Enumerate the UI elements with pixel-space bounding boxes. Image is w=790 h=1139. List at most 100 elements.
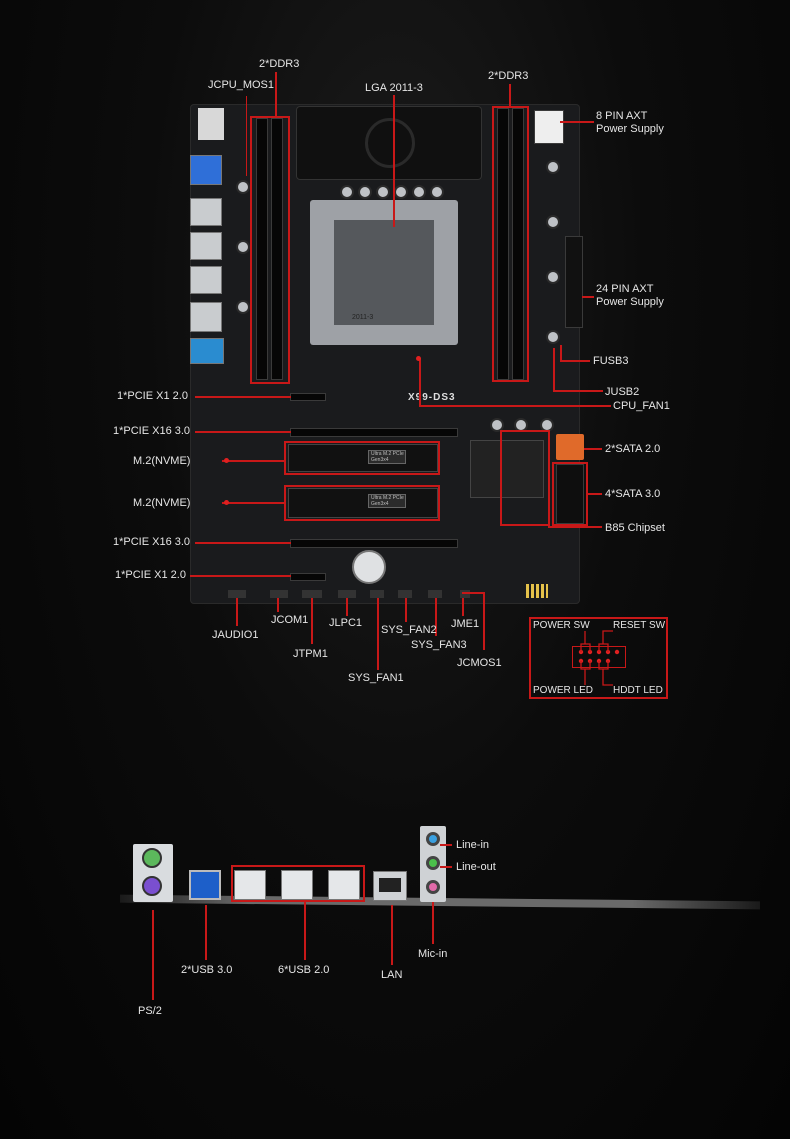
label-8pin-line2: Power Supply xyxy=(596,123,664,135)
pcie-x16-slot-top xyxy=(290,428,458,437)
jcom1-header xyxy=(270,590,288,598)
io-usb-stack-3 xyxy=(190,198,222,226)
label-pcie-x1-top: 1*PCIE X1 2.0 xyxy=(117,390,188,402)
panel-hddt-led-label: HDDT LED xyxy=(613,685,663,696)
front-panel-diagram xyxy=(529,617,668,699)
label-sata2: 2*SATA 2.0 xyxy=(605,443,661,455)
label-cpu-fan1: CPU_FAN1 xyxy=(613,400,670,412)
m2-slot-top xyxy=(288,444,438,472)
jaudio1-header xyxy=(228,590,246,598)
panel-pin-diagram xyxy=(578,630,620,686)
label-sys-fan1: SYS_FAN1 xyxy=(348,672,404,684)
leader-jlpc1 xyxy=(346,598,348,616)
panel-wire-hddt-led-lead xyxy=(602,669,613,686)
callout-m2-bottom-box xyxy=(284,485,440,521)
capacitor xyxy=(546,215,560,229)
capacitor xyxy=(236,300,250,314)
ps2-mouse-port xyxy=(142,848,162,868)
cpu-socket-text: 2011-3 xyxy=(352,314,374,321)
capacitor xyxy=(358,185,372,199)
label-8pin-line1: 8 PIN AXT xyxy=(596,110,648,122)
label-ps2: PS/2 xyxy=(138,1005,162,1017)
dimm-slot-b2 xyxy=(512,108,524,380)
label-usb2: 6*USB 2.0 xyxy=(278,964,330,976)
leader-m2-bottom xyxy=(222,502,285,504)
capacitor xyxy=(430,185,444,199)
leader-pcie-x16-bottom xyxy=(195,542,291,544)
leader-sys-fan3 xyxy=(435,598,437,636)
leader-lga xyxy=(393,95,395,227)
label-jme1: JME1 xyxy=(451,618,480,630)
leader-24pin xyxy=(582,296,594,298)
leader-lan xyxy=(391,905,393,965)
callout-dot xyxy=(224,458,229,463)
label-line-in: Line-in xyxy=(456,839,490,851)
usb2-port-c xyxy=(328,870,360,900)
sata3-ports xyxy=(556,464,584,524)
capacitor xyxy=(340,185,354,199)
capacitor xyxy=(412,185,426,199)
leader-ddr3-left xyxy=(275,72,277,116)
usb3-port-block xyxy=(189,870,221,900)
dimm-slot-a2 xyxy=(271,118,283,380)
leader-sata3 xyxy=(588,493,602,495)
label-ddr3-right: 2*DDR3 xyxy=(488,70,529,82)
leader-ps2 xyxy=(152,910,154,1000)
label-pcie-x16-top: 1*PCIE X16 3.0 xyxy=(113,425,191,437)
capacitor xyxy=(490,418,504,432)
usb2-port-a xyxy=(234,870,266,900)
leader-cpufan1 xyxy=(419,405,611,407)
m2-slot-bottom xyxy=(288,488,438,518)
chipset-heatsink xyxy=(470,440,544,498)
pcie-x1-slot-top xyxy=(290,393,326,401)
callout-dot xyxy=(416,356,421,361)
leader-mic-in xyxy=(432,902,434,944)
atx-power-connector xyxy=(565,236,583,328)
label-24pin-line2: Power Supply xyxy=(596,296,664,308)
leader-fusb3-v xyxy=(560,345,562,361)
label-jcom1: JCOM1 xyxy=(271,614,309,626)
label-m2-bottom: M.2(NVME) xyxy=(133,497,191,509)
label-pcie-x16-bottom: 1*PCIE X16 3.0 xyxy=(113,536,191,548)
panel-pin xyxy=(614,649,620,655)
io-usb-stack-1 xyxy=(198,108,224,140)
io-audio-stack xyxy=(190,338,224,364)
leader-jusb2 xyxy=(553,390,603,392)
leader-line-out xyxy=(440,866,452,868)
callout-dot xyxy=(224,500,229,505)
capacitor xyxy=(236,240,250,254)
label-jlpc1: JLPC1 xyxy=(329,617,363,629)
sata2-ports xyxy=(556,434,584,460)
label-sys-fan2: SYS_FAN2 xyxy=(381,624,437,636)
callout-usb2-box xyxy=(231,865,365,902)
sys-fan1-header xyxy=(370,590,384,598)
cpu-power-connector xyxy=(534,110,564,144)
leader-pcie-x16-top xyxy=(195,431,291,433)
callout-b85-box xyxy=(500,430,550,526)
callout-ddr3-right-box xyxy=(492,106,529,382)
label-pcie-x1-bottom: 1*PCIE X1 2.0 xyxy=(115,569,186,581)
label-jusb2: JUSB2 xyxy=(605,386,640,398)
capacitor xyxy=(546,330,560,344)
audio-mic-in-port xyxy=(426,880,440,894)
io-usb-stack-4 xyxy=(190,232,222,260)
dimm-slot-a1 xyxy=(256,118,268,380)
label-sys-fan3: SYS_FAN3 xyxy=(411,639,467,651)
label-line-out: Line-out xyxy=(456,861,496,873)
ps2-keyboard-port xyxy=(142,876,162,896)
panel-power-led-label: POWER LED xyxy=(533,685,594,696)
leader-jtpm1 xyxy=(311,598,313,644)
audio-line-in-port xyxy=(426,832,440,846)
leader-m2-top xyxy=(222,460,285,462)
callout-sata3-box xyxy=(552,462,588,526)
leader-usb2 xyxy=(304,902,306,960)
pcie-x16-slot-bottom xyxy=(290,539,458,548)
leader-jcmos1 xyxy=(483,592,485,650)
label-jcmos1: JCMOS1 xyxy=(457,657,502,669)
capacitor xyxy=(546,270,560,284)
label-fusb3: FUSB3 xyxy=(593,355,629,367)
leader-sys-fan2 xyxy=(405,598,407,622)
leader-jcmos1-h xyxy=(462,592,484,594)
label-m2-top: M.2(NVME) xyxy=(133,455,191,467)
